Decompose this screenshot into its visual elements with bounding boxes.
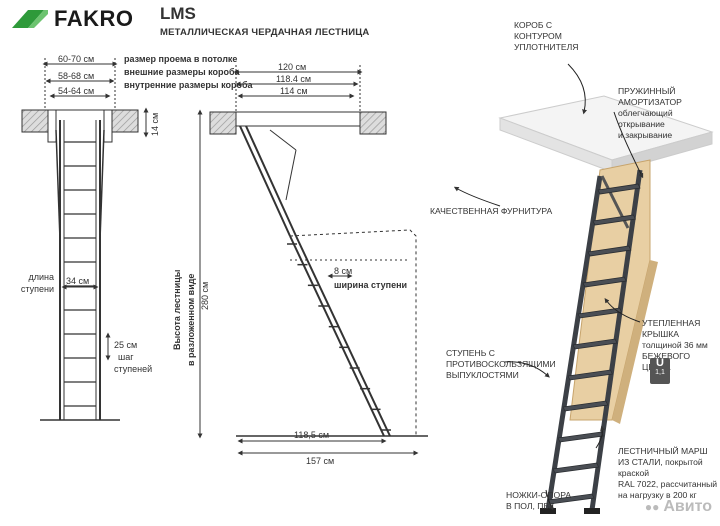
brand-name: FAKRO [54,6,134,31]
note-steps-line-1: СТУПЕНЬ С [446,348,495,358]
note-box-line-2: КОНТУРОМ [514,31,562,41]
height-label-2: в разложенном виде [186,273,196,366]
ladder-photo [498,95,714,514]
dim-step-width: 8 см [334,266,353,276]
dim-side-bottom-2: 157 см [306,456,335,466]
callout-leaders [453,63,644,511]
photo-step [562,400,609,412]
avito-logo-icon: ●● [644,500,660,514]
dim-side-top-3: 114 см [280,86,308,96]
note-lid-line-1: УТЕПЛЕННАЯ КРЫШКА [642,318,701,339]
step-pitch-label-2: ступеней [114,364,153,374]
note-spring: ПРУЖИННЫЙ АМОРТИЗАТОР облегчающий открыв… [618,86,720,141]
photo-step [592,214,637,226]
photo-step [577,307,623,319]
dim-box-height: 14 см [150,112,160,136]
photo-step [572,338,618,350]
dim-side-top-1: 120 см [278,62,307,72]
note-flight: ЛЕСТНИЧНЫЙ МАРШ ИЗ СТАЛИ, покрытой краск… [618,446,720,501]
height-value: 280 см [200,281,210,310]
dim-inner-box: 54-64 см [58,86,95,96]
legend-opening: размер проема в потолке [124,54,238,64]
note-feet-line-1: НОЖКИ-ОПОРА [506,490,572,500]
note-spring-line-2: облегчающий открывание [618,108,673,129]
dim-opening: 60-70 см [58,54,95,64]
step-pitch-label-1: шаг [118,352,134,362]
watermark-text: Авито [663,498,712,515]
height-label-1: Высота лестницы [172,269,182,350]
avito-watermark: ●● Авито [645,498,712,516]
step-width-label: ширина ступени [334,280,408,290]
side-steps [287,243,391,431]
fakro-logo-icon [12,10,48,28]
note-flight-line-4: на нагрузку в 200 кг [618,490,697,500]
note-flight-line-2: ИЗ СТАЛИ, покрытой краской [618,457,703,478]
note-box-line-1: КОРОБ С [514,20,553,30]
note-spring-line-1: ПРУЖИННЫЙ АМОРТИЗАТОР [618,86,682,107]
fakro-logo: FAKRO [8,6,134,32]
photo-steps [547,183,641,505]
photo-step [582,276,627,288]
legend-inner: внутренние размеры короба [124,80,253,90]
step-length-label-2: ступени [20,284,54,294]
note-spring-line-3: и закрывание [618,130,673,140]
note-box-line-3: УПЛОТНИТЕЛЯ [514,42,579,52]
note-flight-line-3: RAL 7022, рассчитанный [618,479,718,489]
note-hardware: КАЧЕСТВЕННАЯ ФУРНИТУРА [430,206,553,216]
side-view [197,65,428,456]
u-value: 1,1 [655,369,665,376]
photo-step [597,183,641,195]
photo-step [552,462,600,474]
u-letter-icon: U [656,357,664,369]
note-steps-line-2: ПРОТИВОСКОЛЬЗЯЩИМИ [446,359,556,369]
subtitle: МЕТАЛЛИЧЕСКАЯ ЧЕРДАЧНАЯ ЛЕСТНИЦА [160,27,370,38]
step-length-label-1: длина [28,272,54,282]
note-flight-line-1: ЛЕСТНИЧНЫЙ МАРШ [618,446,708,456]
photo-step [587,245,632,257]
u-value-badge: U 1,1 [650,358,670,384]
note-lid-line-2: толщиной 36 мм [642,340,708,350]
note-steps: СТУПЕНЬ С ПРОТИВОСКОЛЬЗЯЩИМИ ВЫПУКЛОСТЯМ… [446,348,556,381]
photo-step [567,369,614,381]
legend-outer: внешние размеры короба [124,67,240,77]
dim-outer-box: 58-68 см [58,71,95,81]
dim-side-bottom-1: 118,5 см [294,430,330,440]
note-feet-line-2: В ПОЛ, ПВХ [506,501,555,511]
dim-step-length: 34 см [66,276,90,286]
note-feet: НОЖКИ-ОПОРА В ПОЛ, ПВХ [506,490,571,512]
dim-step-pitch: 25 см [114,340,138,350]
front-steps [64,141,96,407]
photo-step [557,431,604,443]
note-steps-line-3: ВЫПУКЛОСТЯМИ [446,370,519,380]
model-name: LMS [160,4,196,23]
dim-side-top-2: 118.4 см [276,74,312,84]
note-box: КОРОБ С КОНТУРОМ УПЛОТНИТЕЛЯ [514,20,578,53]
front-view [21,58,149,421]
